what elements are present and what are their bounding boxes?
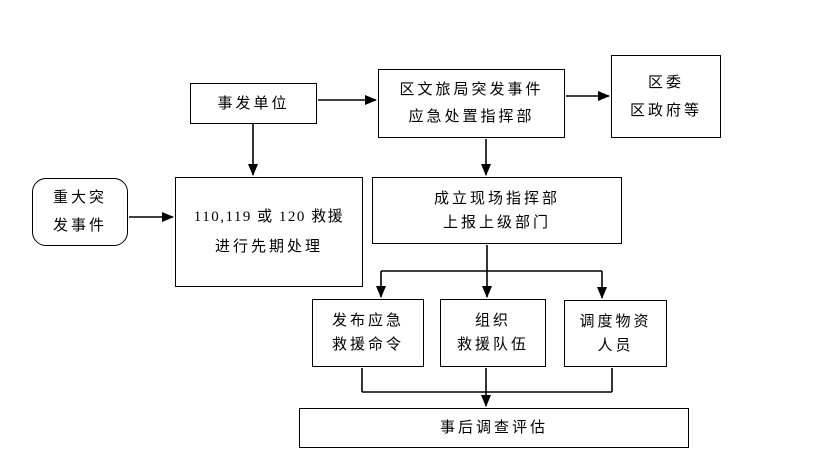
node-label: 区文旅局突发事件	[399, 81, 544, 98]
node-label: 救援队伍	[456, 337, 529, 353]
node-label: 应急处置指挥部	[408, 108, 535, 125]
node-incident-unit: 事发单位	[190, 83, 317, 124]
node-major-emergency: 重大突 发事件	[32, 178, 128, 246]
node-label: 人员	[597, 337, 634, 354]
node-label: 成立现场指挥部	[433, 190, 560, 207]
node-label: 发事件	[52, 218, 107, 234]
node-label: 救援命令	[331, 337, 404, 353]
node-district-gov: 区委 区政府等	[611, 55, 721, 138]
node-label: 重大突	[52, 190, 107, 206]
node-dispatch-resources: 调度物资 人员	[564, 300, 667, 367]
node-label: 区政府等	[629, 102, 702, 119]
node-district-hq: 区文旅局突发事件 应急处置指挥部	[378, 69, 565, 138]
node-label: 事发单位	[217, 95, 290, 112]
node-post-evaluation: 事后调查评估	[299, 408, 689, 448]
node-label: 上报上级部门	[442, 214, 551, 231]
node-label: 区委	[647, 74, 684, 91]
node-label: 进行先期处理	[214, 239, 323, 255]
node-label: 事后调查评估	[439, 420, 548, 436]
node-label: 组织	[474, 313, 511, 329]
node-organize-teams: 组织 救援队伍	[440, 299, 546, 367]
node-onsite-hq: 成立现场指挥部 上报上级部门	[372, 177, 622, 244]
node-issue-orders: 发布应急 救援命令	[312, 299, 424, 367]
node-label: 发布应急	[331, 313, 404, 329]
node-label: 调度物资	[579, 313, 652, 330]
node-rescue-110: 110,119 或 120 救援 进行先期处理	[175, 177, 363, 287]
node-label: 110,119 或 120 救援	[193, 209, 345, 225]
